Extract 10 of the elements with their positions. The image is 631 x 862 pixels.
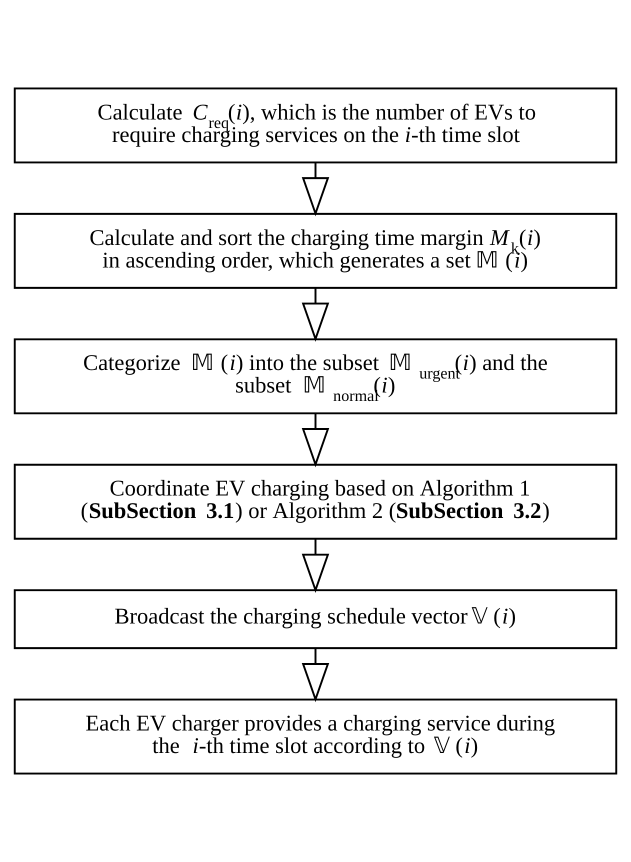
node-box: Broadcast the charging schedule vector 𝕍(i) [14, 589, 618, 650]
node-box: Each EV charger provides a charging service during the i-th time slot according to 𝕍(i) [14, 698, 618, 775]
node-box: Calculate and sort the charging time margin M$_{k}$(i) in ascending order, which generates a set 𝕄(i) [14, 212, 618, 289]
arrow [302, 648, 330, 702]
node-box: Calculate C$_{req}$(i), which is the number of EVs to require charging services on the i-th time slot [14, 87, 618, 164]
arrow [302, 538, 330, 593]
arrow [302, 163, 330, 216]
arrow [302, 414, 330, 468]
arrow [302, 288, 330, 342]
node-box: Coordinate EV charging based on Algorithm 1 (SubSection 3.1) or Algorithm 2 (SubSection 3.2) [14, 464, 618, 540]
